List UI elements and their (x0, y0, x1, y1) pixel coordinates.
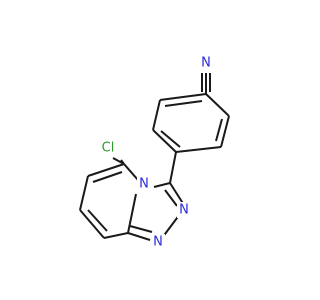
bond-pyr-nbridge-c5 (123, 163, 139, 181)
nitrile-n-label: N (201, 56, 211, 71)
bond-pyr-c5-c6-double (92, 171, 123, 183)
bond-tri-n1-c8a-double (129, 225, 153, 233)
bond-benz-inner-2 (160, 130, 181, 148)
bond-pyr-c5-c6 (87, 163, 125, 177)
bond-pyr-c8-c8a (103, 232, 129, 239)
atom-labels: N Cl N N N (96, 54, 213, 250)
bond-pyr-c6-c7 (79, 175, 89, 211)
bond-benz-2 (152, 99, 161, 131)
bond-aryl-link (169, 151, 177, 184)
atom-bridgehead-n: N (137, 176, 150, 192)
bridgehead-n-label: N (139, 177, 149, 192)
molecule-structure: N Cl N N N (79, 54, 230, 250)
chlorine-label: Cl (102, 141, 115, 156)
atom-triazole-n2: N (177, 202, 191, 218)
bond-benz-3 (152, 129, 177, 153)
bond-tri-c3-n2-double (164, 189, 178, 207)
atom-nitrile-n: N (199, 54, 213, 72)
atom-chlorine: Cl (96, 139, 120, 157)
bond-benz-6 (205, 93, 230, 117)
bond-benz-1 (159, 93, 207, 101)
bond-pyr-c7-c8-double (87, 209, 108, 232)
bond-benz-inner-3 (215, 118, 223, 142)
bond-c5-cl-ext (112, 157, 125, 165)
bond-benz-inner-1 (164, 100, 203, 107)
atom-triazole-n1: N (151, 234, 165, 250)
bond-pyr-c7-c8 (79, 209, 105, 239)
bond-tri-c8a-nbridge (127, 193, 137, 234)
bonds (79, 73, 230, 241)
bond-benz-4 (175, 146, 222, 153)
bond-benz-5 (220, 115, 230, 148)
triazole-n1-label: N (153, 235, 163, 250)
bond-tri-c3-nbridge (153, 182, 171, 188)
bond-tri-c3-n2 (169, 182, 185, 206)
bond-tri-n1-c8a (127, 232, 151, 241)
triazole-n2-label: N (179, 203, 189, 218)
